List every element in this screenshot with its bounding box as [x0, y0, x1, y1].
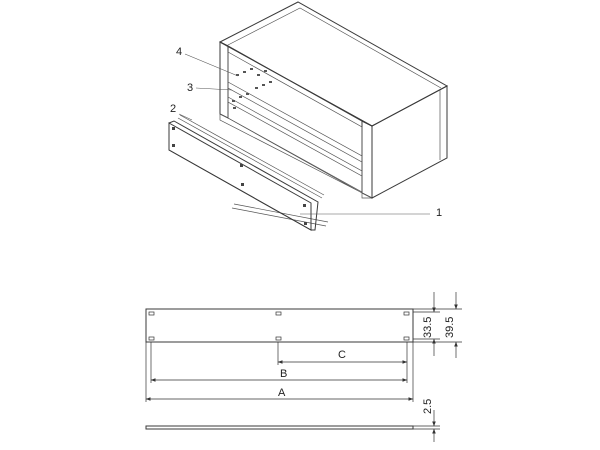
callout-3: 3 [187, 82, 193, 94]
panel-face [145, 308, 414, 343]
dimension-a-label: A [278, 387, 286, 399]
callouts: 4 3 2 1 [170, 46, 442, 219]
callout-4: 4 [176, 46, 182, 58]
case-front-right-post [361, 120, 373, 199]
slot-holes-lower [232, 93, 249, 109]
panel-edge-view: 2.5 [145, 399, 440, 442]
slot-holes-upper [236, 68, 272, 89]
isometric-view: 4 3 2 1 [168, 1, 449, 231]
guide-rail-lower [227, 96, 363, 177]
dimension-33-5-label: 33.5 [422, 317, 434, 338]
callout-1: 1 [436, 207, 442, 219]
front-panel-iso [168, 120, 319, 231]
dimension-b-label: B [280, 368, 287, 380]
panel-front-view: C B A 33.5 39.5 [145, 292, 462, 402]
case-side-face [371, 85, 448, 199]
mounting-slots [148, 311, 410, 341]
case-front-left-post [219, 41, 229, 119]
extension-lines [145, 308, 462, 402]
panel-edge [145, 425, 414, 430]
guide-rail-upper [227, 81, 363, 163]
dimension-2-5-label: 2.5 [422, 399, 434, 414]
case-interior [227, 51, 363, 193]
dimension-39-5-label: 39.5 [444, 317, 456, 338]
dimension-c-label: C [338, 349, 346, 361]
case-enclosure [218, 1, 449, 199]
callout-2: 2 [170, 103, 176, 115]
guide-strips [177, 114, 329, 227]
case-top-face [218, 1, 449, 127]
